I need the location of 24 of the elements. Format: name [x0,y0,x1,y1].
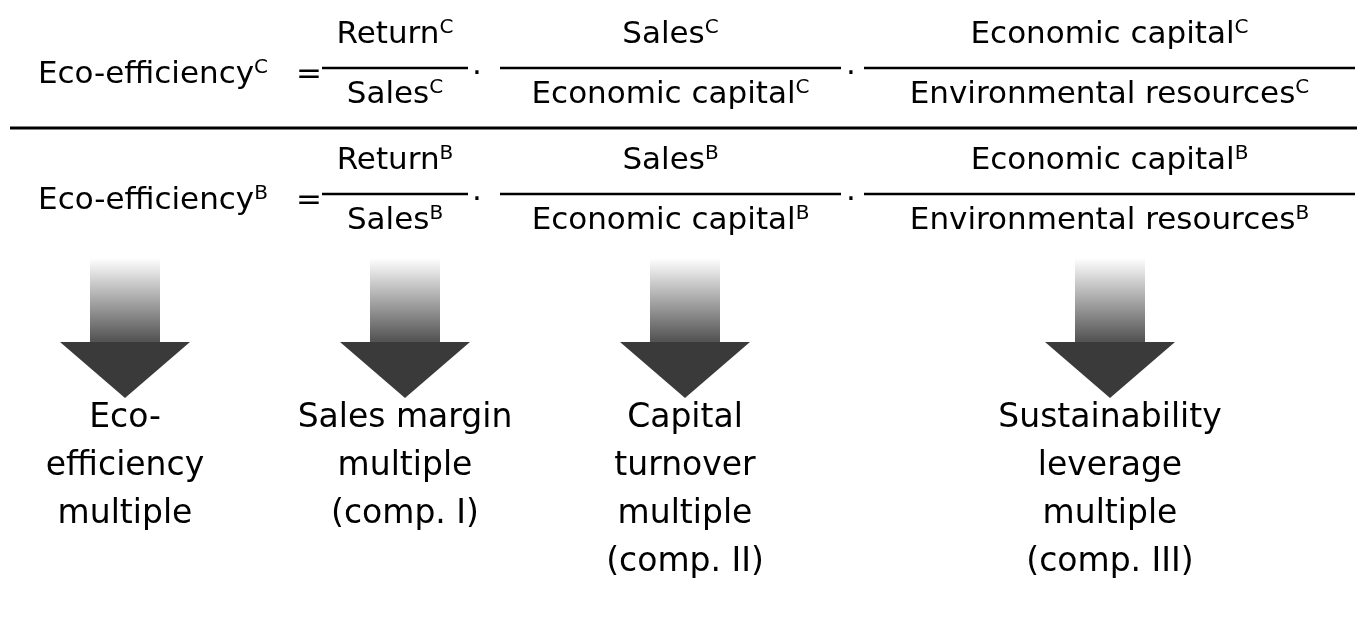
result-label: Eco-efficiency multiple [35,392,215,536]
formula-text: Eco-efficiency$^{C}$ [36,53,270,92]
result-label: Sustainability leverage multiple (comp. III) [990,392,1230,584]
result-label: Capital turnover multiple (comp. II) [580,392,790,584]
numerator-text: Economic capital$^{B}$ [969,139,1250,178]
numerator-text: Sales$^{B}$ [621,139,720,178]
denominator-text: Economic capital$^{B}$ [530,199,811,238]
formula-text: Eco-efficiency$^{B}$ [37,179,269,218]
result-label: Sales margin multiple (comp. I) [290,392,520,536]
denominator-text: Environmental resources$^{C}$ [908,73,1311,112]
operator-sign: · [472,53,482,92]
operator-sign: · [472,179,482,218]
numerator-text: Sales$^{C}$ [621,13,720,52]
denominator-text: Economic capital$^{C}$ [530,73,811,112]
denominator-text: Sales$^{B}$ [345,199,445,238]
numerator-text: Return$^{C}$ [335,13,455,52]
operator-sign: · [846,179,856,218]
denominator-text: Environmental resources$^{B}$ [908,199,1311,238]
denominator-text: Sales$^{C}$ [345,73,445,112]
numerator-text: Return$^{B}$ [335,139,455,178]
operator-sign: = [296,179,322,218]
numerator-text: Economic capital$^{C}$ [969,13,1250,52]
operator-sign: = [296,53,322,92]
operator-sign: · [846,53,856,92]
